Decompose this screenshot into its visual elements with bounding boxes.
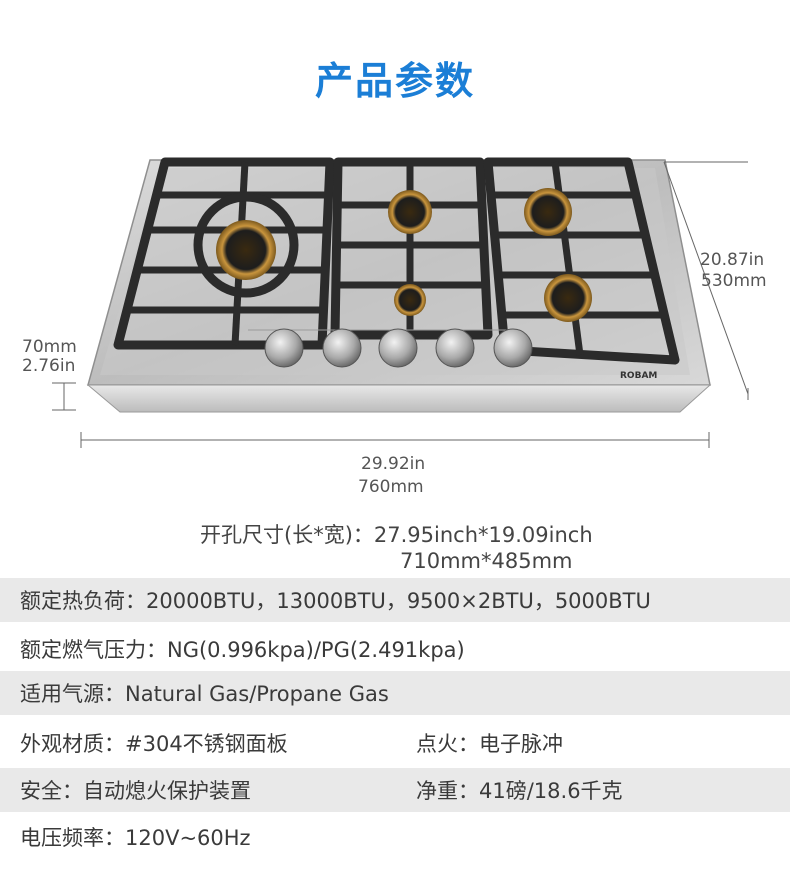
page-title: 产品参数 (314, 59, 475, 103)
cooktop-figure: ROBAM 20.87in 530mm 70mm 2.76in 29.92in … (0, 150, 790, 510)
brand-logo: ROBAM (620, 371, 658, 381)
width-inch-label: 29.92in (361, 454, 426, 474)
spec-text: 电压频率：120V~60Hz (20, 826, 251, 850)
spec-row-safety-weight: 安全：自动熄火保护装置 净重：41磅/18.6千克 (0, 768, 790, 812)
spec-row-heat-load: 额定热负荷：20000BTU，13000BTU，9500×2BTU，5000BT… (0, 578, 790, 622)
spec-text-ignition: 点火：电子脉冲 (416, 732, 563, 756)
spec-row-gas-source: 适用气源：Natural Gas/Propane Gas (0, 671, 790, 715)
cutout-label: 开孔尺寸(长*宽)： (200, 523, 374, 547)
spec-text: 安全：自动熄火保护装置 (20, 779, 251, 803)
depth-mm-label: 530mm (701, 271, 767, 291)
cooktop-illustration (52, 157, 749, 448)
height-mm-label: 70mm (22, 337, 77, 357)
spec-text: 额定热负荷：20000BTU，13000BTU，9500×2BTU，5000BT… (20, 589, 651, 613)
spec-text: 额定燃气压力：NG(0.996kpa)/PG(2.491kpa) (20, 638, 465, 662)
width-mm-label: 760mm (358, 477, 424, 497)
cutout-size: 开孔尺寸(长*宽)：27.95inch*19.09inch 710mm*485m… (200, 522, 593, 574)
depth-inch-label: 20.87in (700, 250, 765, 270)
spec-text-weight: 净重：41磅/18.6千克 (416, 779, 623, 803)
spec-row-material-ignition: 外观材质：#304不锈钢面板 点火：电子脉冲 (0, 721, 790, 765)
cutout-inch: 27.95inch*19.09inch (373, 523, 593, 547)
spec-text: 适用气源：Natural Gas/Propane Gas (20, 682, 389, 706)
spec-row-gas-pressure: 额定燃气压力：NG(0.996kpa)/PG(2.491kpa) (0, 627, 790, 671)
cutout-mm: 710mm*485mm (400, 549, 573, 573)
height-inch-label: 2.76in (22, 356, 76, 376)
spec-row-voltage: 电压频率：120V~60Hz (0, 815, 790, 859)
spec-text: 外观材质：#304不锈钢面板 (20, 732, 288, 756)
